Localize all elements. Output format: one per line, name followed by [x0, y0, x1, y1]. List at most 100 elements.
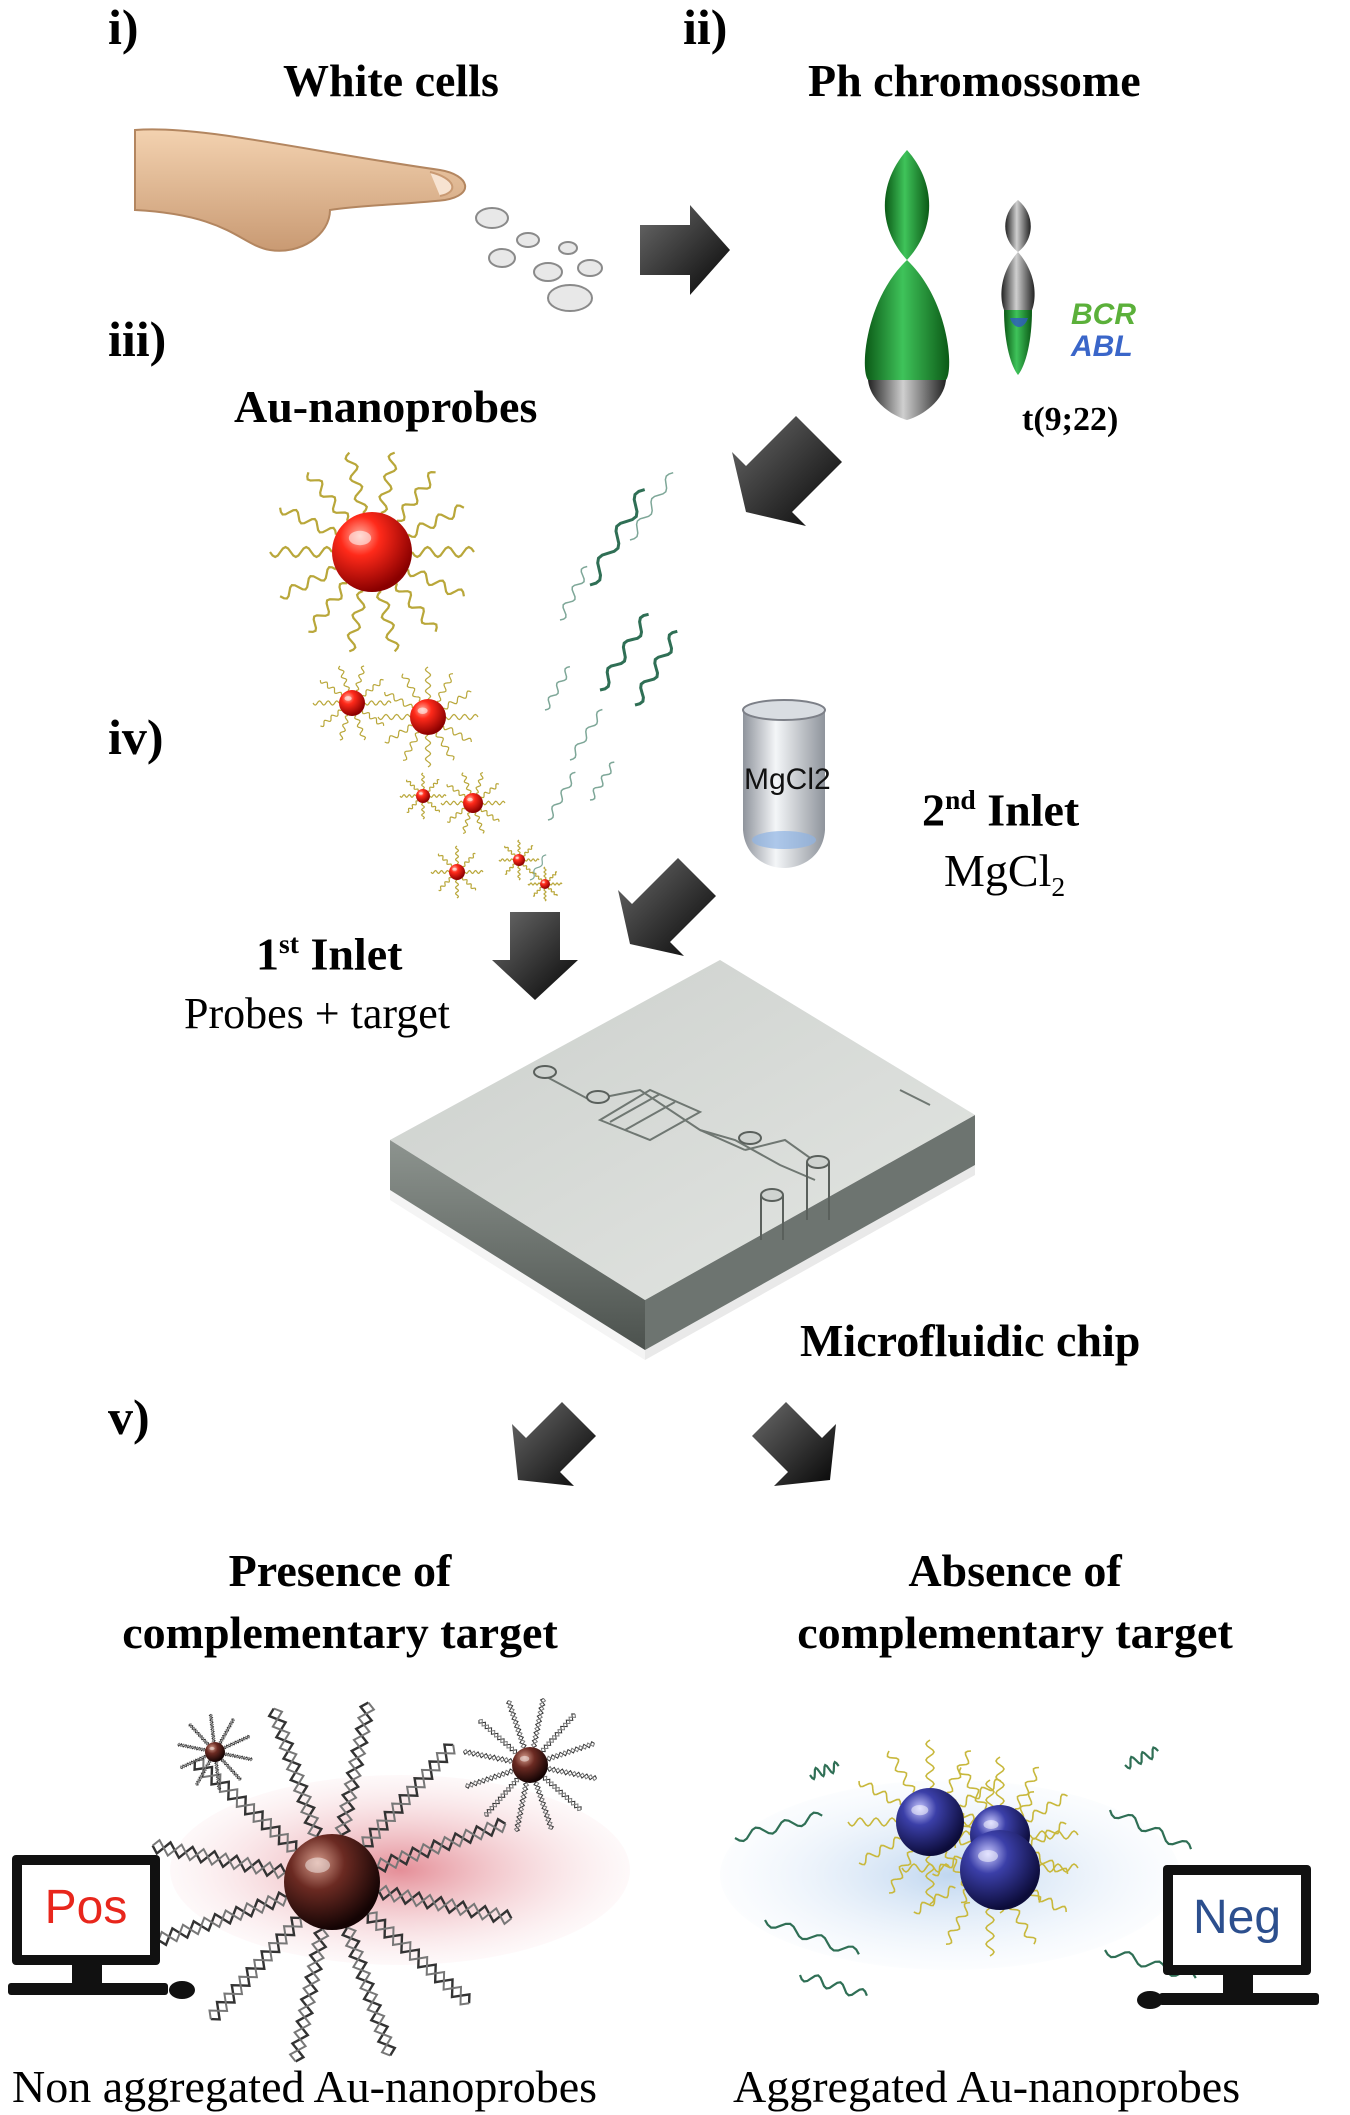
gold-nanoprobe-small — [312, 665, 392, 741]
nanoparticle — [512, 1747, 548, 1783]
ligand-strand — [527, 882, 541, 886]
ligand-strand — [480, 808, 500, 822]
aggregated-nanoprobes — [734, 1739, 1197, 1997]
dna-helix-strand — [367, 1911, 470, 2006]
arrow-down-left-icon-3 — [512, 1402, 596, 1486]
dna-strand-icon — [734, 1811, 823, 1843]
highlight — [542, 881, 545, 884]
ligand-strand — [847, 1817, 897, 1827]
arrow-down-left-icon — [732, 416, 842, 526]
dna-helix-strand — [334, 1701, 376, 1836]
ligand-strand — [543, 866, 547, 880]
ligand-strand — [454, 845, 460, 865]
chromosome-22-icon — [1001, 200, 1035, 375]
ligand-strand — [474, 812, 485, 834]
ligand-strand — [427, 800, 441, 813]
ligand-strand — [429, 793, 447, 799]
ligand-strand — [461, 877, 477, 891]
nanoparticle — [463, 793, 483, 813]
inlet1-sup: st — [279, 928, 299, 959]
ligand-strand — [1014, 1766, 1040, 1810]
tube-icon — [742, 699, 826, 868]
highlight — [519, 1755, 530, 1762]
inlet2-ordinal: 2 — [922, 784, 945, 836]
neg-floor — [720, 1780, 1180, 1970]
dna-helix-strand — [189, 1723, 209, 1746]
ligand-strand — [424, 734, 432, 768]
ligand-strand — [858, 1780, 902, 1806]
dna-helix-strand — [376, 1821, 507, 1870]
dna-strand-icon — [559, 565, 588, 621]
ligand-strand — [402, 731, 420, 761]
dna-helix-strand — [179, 1755, 207, 1769]
ligand-strand — [886, 1750, 916, 1793]
ligand-strand — [396, 470, 436, 523]
dna-strand-icon — [569, 708, 603, 761]
monitor-icon-2 — [1137, 1865, 1319, 2009]
ligand-strand — [504, 845, 516, 856]
ligand-strand — [1025, 1793, 1068, 1823]
aggregated-nanoparticle — [896, 1788, 964, 1856]
ligand-strand — [475, 772, 484, 795]
ligand-strand — [407, 504, 465, 539]
dna-helix-strand — [224, 1752, 253, 1762]
ligand-strand — [308, 581, 348, 634]
ligand-strand — [435, 732, 455, 761]
pos-screen-label: Pos — [45, 1881, 128, 1934]
dna-helix-strand — [208, 1713, 216, 1743]
au-nanoprobes-label: Au-nanoprobes — [234, 381, 538, 432]
nanoparticle — [540, 879, 550, 889]
ligand-strand — [498, 858, 514, 862]
step-i-label: i) — [108, 0, 139, 55]
ligand-strand — [913, 1885, 956, 1915]
neg-screen-label: Neg — [1193, 1891, 1281, 1944]
ligand-strand — [985, 1907, 995, 1957]
absence-line1: Absence of — [908, 1545, 1122, 1596]
ligand-strand — [269, 545, 333, 559]
ligand-strand — [319, 680, 343, 696]
inlet2-word: Inlet — [987, 784, 1080, 836]
ligand-strand — [995, 1756, 1005, 1806]
ligand-strand — [524, 858, 540, 862]
inlet2-reagent-text: MgCl — [944, 845, 1052, 896]
ligand-strand — [462, 811, 471, 834]
ligand-strand — [364, 700, 392, 706]
ligand-strand — [888, 1850, 914, 1894]
ligand-strand — [1007, 1902, 1037, 1945]
nanoparticle — [339, 690, 365, 716]
ligand-strand — [543, 888, 547, 902]
dna-strand-icon — [1124, 1746, 1159, 1770]
inlet2-reagent: MgCl2 — [944, 848, 1065, 901]
highlight — [978, 1850, 998, 1862]
ligand-strand — [442, 725, 472, 743]
dna-helix-strand — [221, 1758, 241, 1781]
dna-helix-strand — [463, 1748, 513, 1765]
dna-strand-icon — [809, 1760, 840, 1781]
ligand-strand — [399, 793, 417, 799]
aggregated-caption: Aggregated Au-nanoprobes — [733, 2061, 1241, 2112]
dna-helix-strand — [194, 1758, 297, 1853]
dna-strand-icon — [1108, 1809, 1193, 1850]
ligand-strand — [361, 710, 385, 726]
dna-strand-icon — [529, 854, 547, 881]
ligand-strand — [337, 665, 350, 691]
dna-helix-strand — [177, 1742, 206, 1752]
dna-strand-icon — [599, 612, 649, 692]
highlight — [209, 1746, 215, 1751]
ligand-strand — [420, 802, 426, 820]
dna-helix-strand — [288, 1928, 330, 2063]
ligand-strand — [375, 590, 400, 653]
highlight — [983, 1820, 999, 1829]
arrow-down-icon — [492, 912, 578, 1000]
highlight — [344, 696, 352, 701]
ligand-strand — [1024, 1821, 1067, 1851]
ligand-strand — [320, 709, 342, 728]
ligand-strand — [532, 886, 542, 897]
highlight — [911, 1805, 929, 1816]
hybridized-nanoprobe — [462, 1697, 598, 1833]
ligand-strand — [925, 1739, 935, 1789]
white-cells-label: White cells — [283, 55, 499, 106]
arrow-down-right-icon — [752, 1402, 836, 1486]
ligand-strand — [523, 845, 534, 857]
